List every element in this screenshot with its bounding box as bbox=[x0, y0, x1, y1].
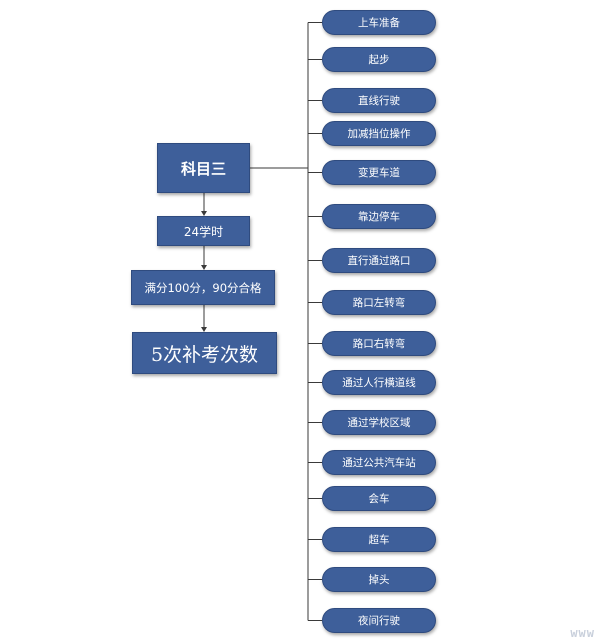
hours-node: 24学时 bbox=[157, 216, 250, 246]
retake-node: 5次补考次数 bbox=[132, 332, 277, 374]
item-node: 掉头 bbox=[322, 567, 436, 592]
item-node: 会车 bbox=[322, 486, 436, 511]
item-node: 直行通过路口 bbox=[322, 248, 436, 273]
watermark: www bbox=[570, 626, 595, 640]
item-node: 起步 bbox=[322, 47, 436, 72]
item-node: 路口右转弯 bbox=[322, 331, 436, 356]
root-node: 科目三 bbox=[157, 143, 250, 193]
item-node: 变更车道 bbox=[322, 160, 436, 185]
item-node: 直线行驶 bbox=[322, 88, 436, 113]
item-node: 加减挡位操作 bbox=[322, 121, 436, 146]
item-node: 夜间行驶 bbox=[322, 608, 436, 633]
item-node: 超车 bbox=[322, 527, 436, 552]
chain-arrow bbox=[201, 265, 207, 270]
chain-arrow bbox=[201, 211, 207, 216]
item-node: 通过公共汽车站 bbox=[322, 450, 436, 475]
chain-arrow bbox=[201, 327, 207, 332]
score-node: 满分100分，90分合格 bbox=[131, 270, 275, 305]
item-node: 通过人行横道线 bbox=[322, 370, 436, 395]
item-node: 靠边停车 bbox=[322, 204, 436, 229]
item-node: 路口左转弯 bbox=[322, 290, 436, 315]
item-node: 上车准备 bbox=[322, 10, 436, 35]
item-node: 通过学校区域 bbox=[322, 410, 436, 435]
